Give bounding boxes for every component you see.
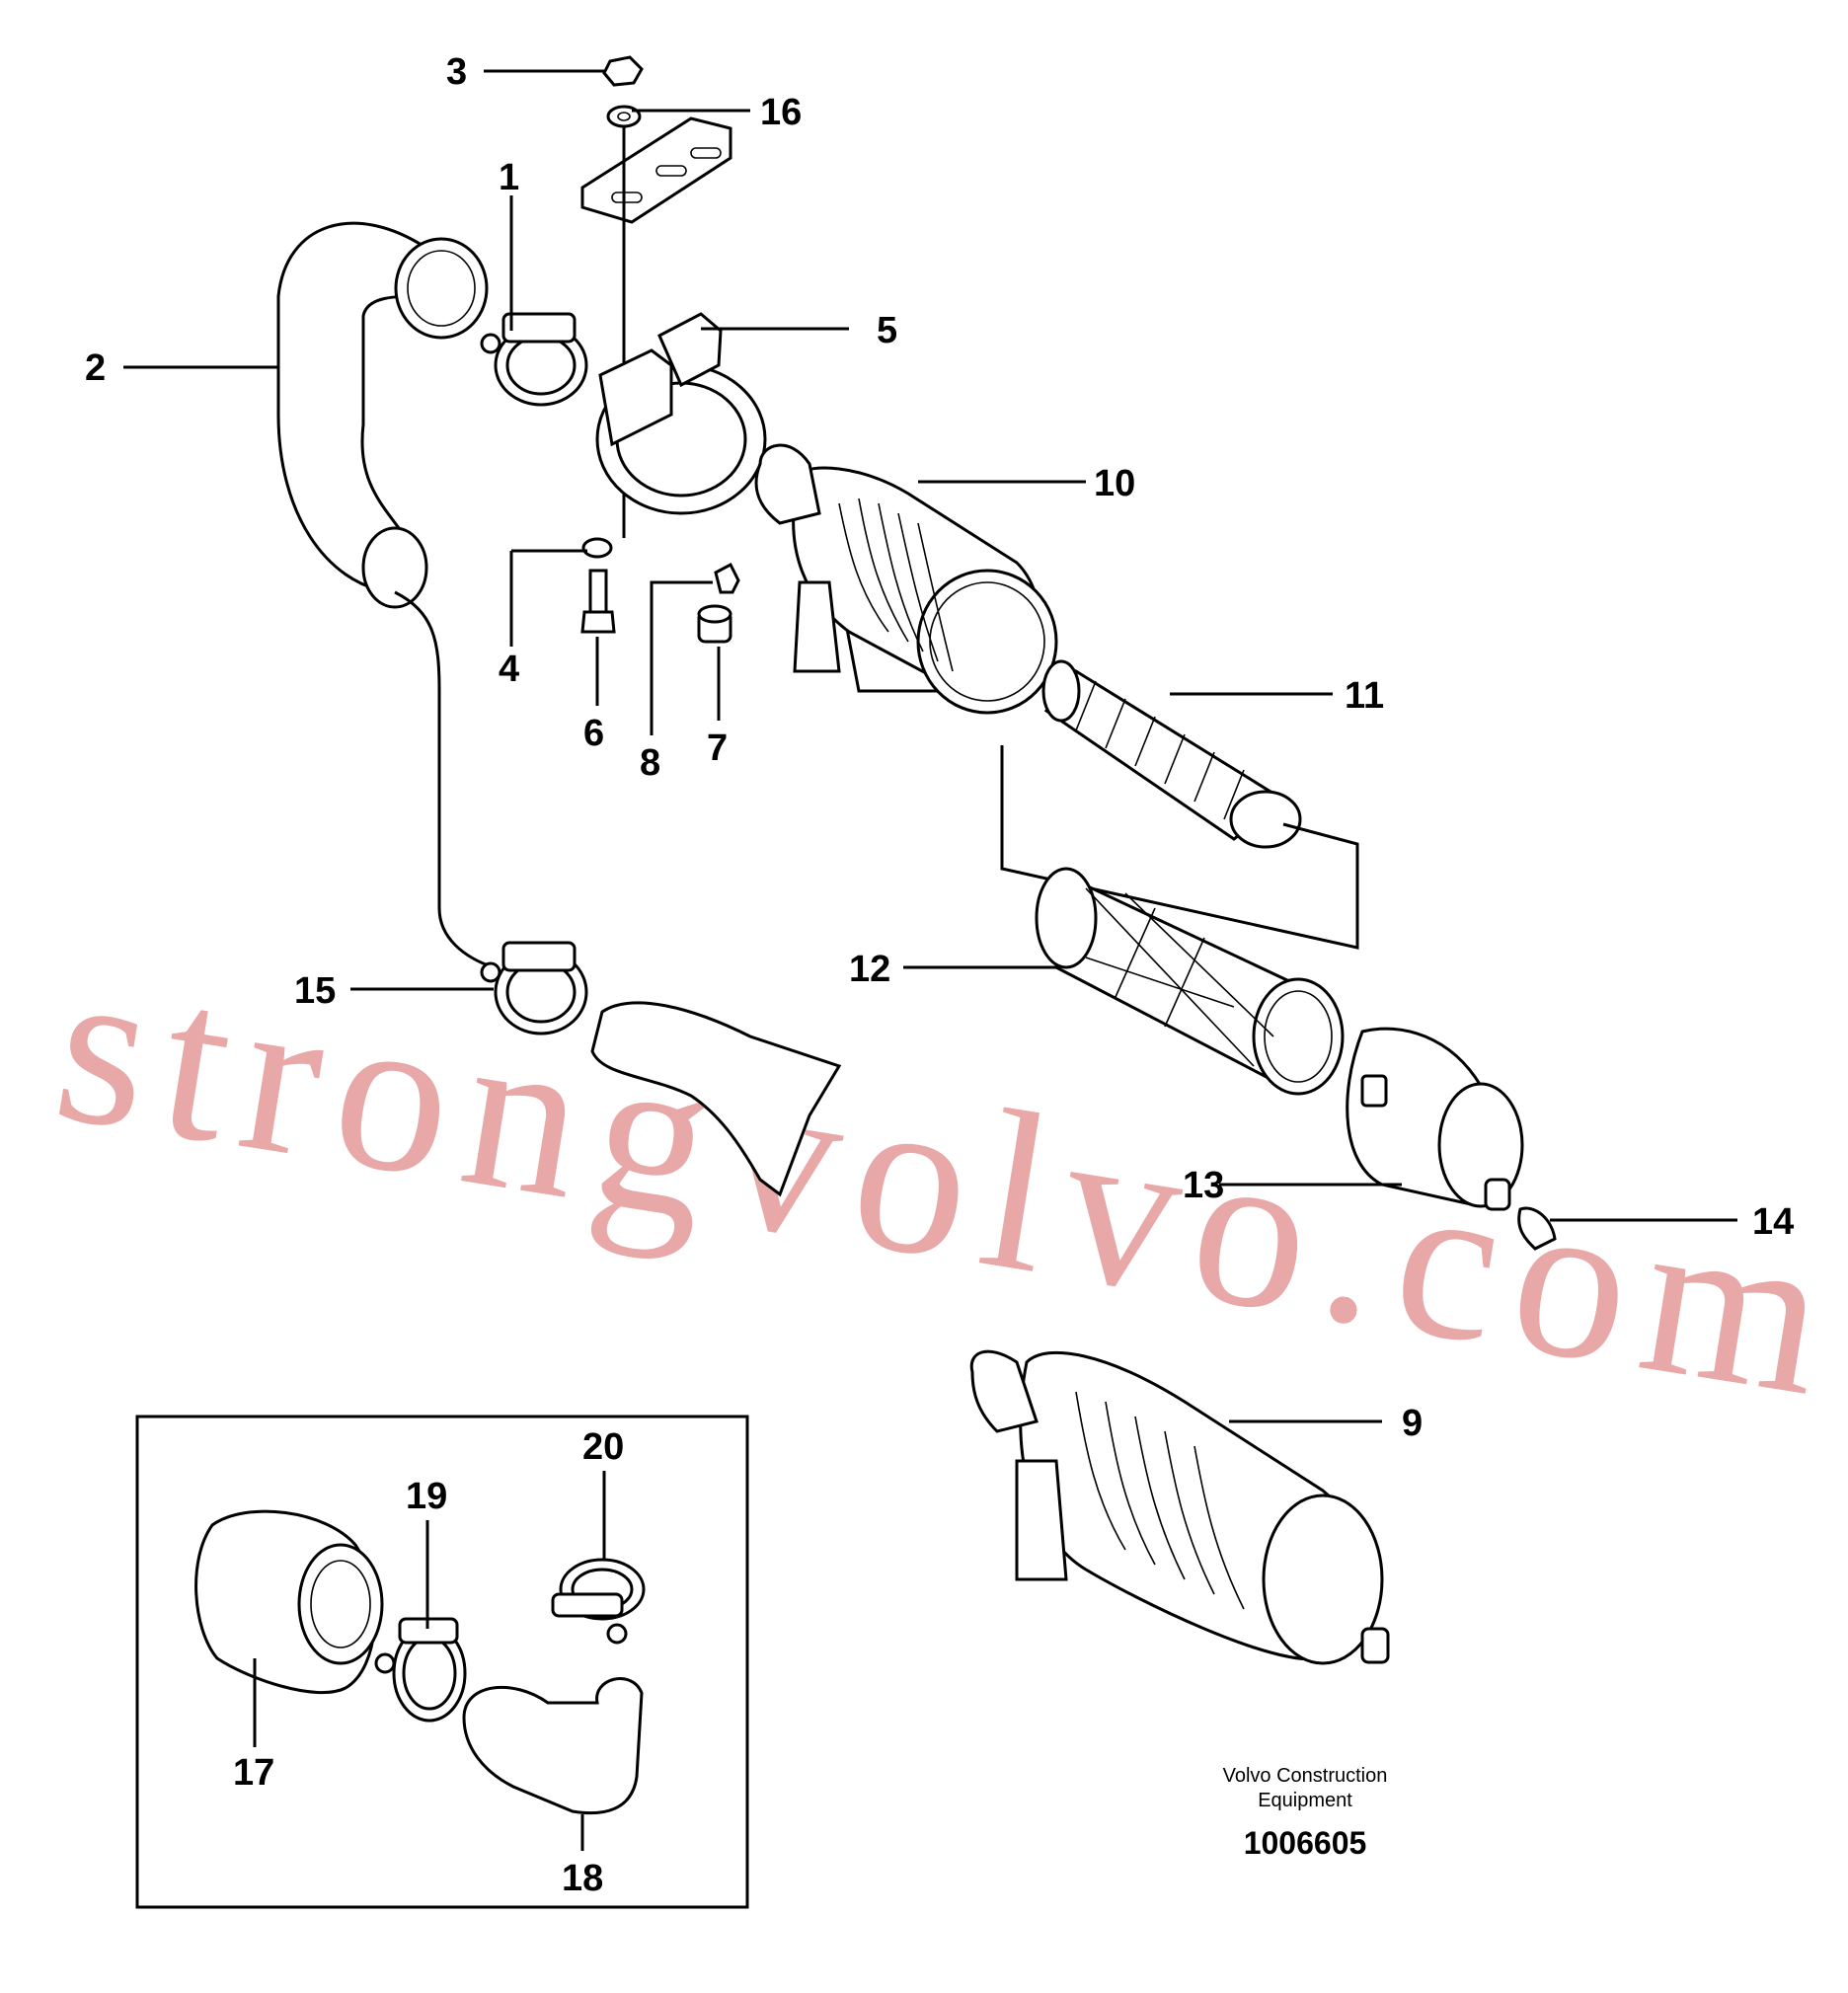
credit-line-1: Volvo Construction — [1223, 1765, 1388, 1787]
callout-18: 18 — [562, 1858, 603, 1899]
mounting-bracket — [580, 116, 732, 224]
clamp-part-19 — [374, 1617, 467, 1723]
strap-clamp-part-5 — [595, 312, 767, 515]
washer-part-4 — [581, 537, 613, 559]
callout-4: 4 — [499, 649, 519, 690]
callout-9: 9 — [1402, 1403, 1423, 1444]
prefilter-part-17 — [194, 1509, 384, 1694]
air-cleaner-housing-part-10 — [754, 443, 1058, 715]
inset-frame — [135, 1415, 749, 1909]
callout-16: 16 — [760, 92, 802, 133]
air-cleaner-assembly-part-9 — [969, 1349, 1390, 1665]
callout-13: 13 — [1183, 1165, 1224, 1206]
callout-8: 8 — [640, 742, 660, 784]
callout-10: 10 — [1094, 463, 1135, 504]
valve-part-14 — [1517, 1206, 1557, 1251]
callout-15: 15 — [294, 970, 336, 1012]
callout-20: 20 — [582, 1426, 624, 1468]
filter-element-part-11 — [1041, 659, 1302, 849]
elbow-hose-part-18 — [462, 1677, 644, 1815]
elbow-part-8 — [714, 562, 740, 594]
cap-part-7 — [697, 604, 732, 644]
callout-12: 12 — [849, 949, 890, 990]
callout-2: 2 — [85, 347, 106, 389]
clamp-part-20 — [551, 1558, 646, 1645]
nut-part-3 — [602, 55, 644, 87]
callout-7: 7 — [707, 728, 728, 769]
bolt-part-6 — [580, 569, 616, 634]
leader-lines — [123, 69, 1737, 1851]
callout-5: 5 — [877, 310, 897, 351]
outlet-hose — [590, 1001, 842, 1197]
drawing-number: 1006605 — [1244, 1825, 1367, 1861]
callout-1: 1 — [499, 157, 519, 198]
safety-element-part-12 — [1035, 867, 1345, 1096]
callout-19: 19 — [406, 1476, 447, 1517]
callout-11: 11 — [1345, 675, 1384, 717]
credit-line-2: Equipment — [1258, 1790, 1352, 1811]
callout-17: 17 — [233, 1752, 274, 1794]
group-bracket — [1000, 745, 1359, 950]
callout-3: 3 — [446, 51, 467, 93]
hose-part-2 — [276, 221, 489, 609]
clamp-part-1 — [480, 312, 588, 407]
hose-leader-2 — [394, 590, 495, 969]
cover-part-13 — [1346, 1027, 1524, 1211]
callout-14: 14 — [1752, 1201, 1794, 1243]
clamp-part-15 — [480, 941, 588, 1035]
callout-6: 6 — [583, 713, 604, 754]
